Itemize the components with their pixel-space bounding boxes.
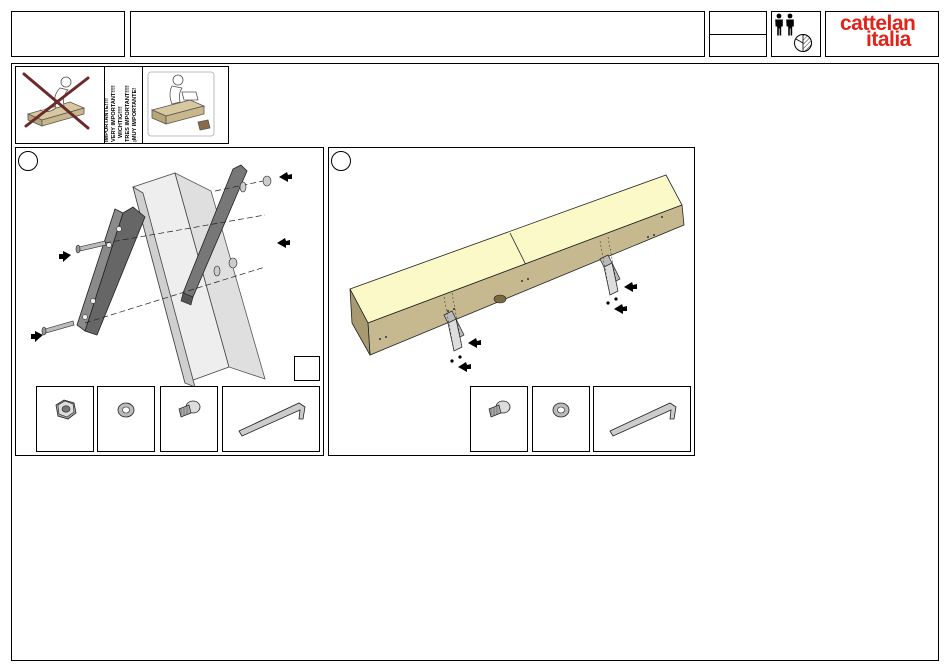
bolt-lower	[42, 321, 74, 335]
header-code-cell	[709, 11, 767, 57]
part-box-nut	[36, 386, 94, 452]
bracket-left	[77, 207, 145, 335]
part-box-bolt-2	[470, 386, 528, 452]
part-box-washer-1	[97, 386, 155, 452]
warning-text-line1: IMPORTANTE!!!!	[104, 98, 110, 142]
header-blank-cell-left	[11, 11, 125, 57]
hex-nut-icon	[50, 395, 80, 425]
warning-text-line5: ¡MUY IMPORTANTE!	[132, 88, 138, 142]
allen-key-icon	[606, 393, 686, 443]
correct-lift-posture-icon	[146, 70, 216, 140]
header-title-cell	[130, 11, 705, 57]
step-2-assembly-drawing	[328, 147, 695, 387]
brand-logo-line2: italia	[866, 31, 911, 48]
header-code-divider	[710, 34, 766, 35]
step-1-assembly-drawing	[15, 147, 324, 387]
warning-text-line3: WICHTIG!!!!	[118, 106, 124, 138]
header-people-cell	[771, 11, 821, 57]
part-box-allen-key-2	[593, 386, 691, 452]
part-box-allen-key-1	[222, 386, 320, 452]
warning-text-line2: VERY IMPORTANT!!!!	[111, 85, 117, 142]
part-box-washer-2	[532, 386, 590, 452]
warning-text-line4: TRES IMPORTANT!!!!	[125, 85, 131, 142]
header-logo-cell: cattelan italia	[825, 11, 939, 57]
step-1-small-square	[294, 356, 320, 381]
washer-icon	[550, 399, 574, 423]
warning-divider-right	[142, 67, 143, 143]
wrong-lift-posture-icon	[18, 70, 98, 140]
bolt-icon	[485, 395, 515, 425]
bolt-icon	[175, 395, 205, 425]
washer-icon	[115, 399, 139, 423]
part-box-bolt-1	[160, 386, 218, 452]
clock-icon	[793, 33, 815, 55]
allen-key-icon	[235, 393, 315, 443]
